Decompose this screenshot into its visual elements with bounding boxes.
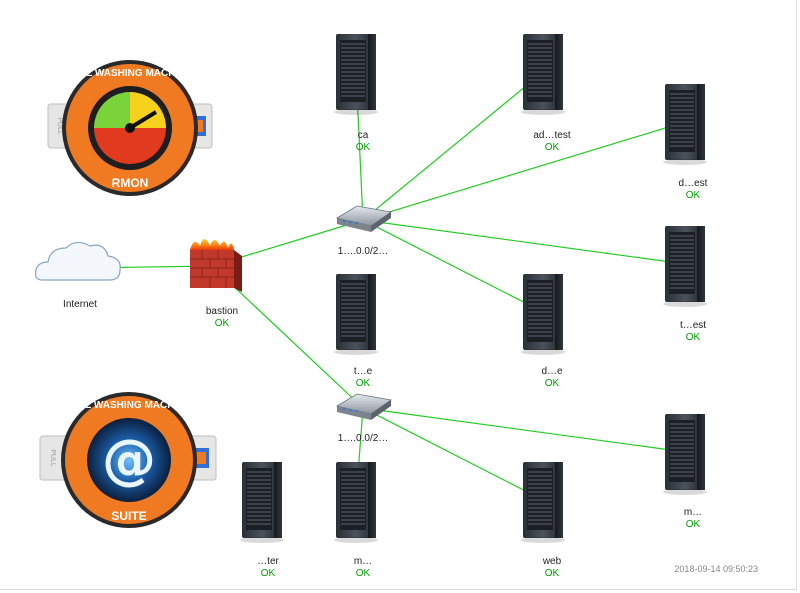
rmon-badge: PULL MAIL WASHING MACHINE RMON [47,60,213,196]
node-bastion-firewall-icon[interactable] [190,239,242,292]
suite-badge: PULL @ MAIL WASHING MACHINE SUITE [39,392,217,528]
link-bastion-switch2 [211,265,364,409]
timestamp: 2018-09-14 09:50:23 [674,564,758,574]
node-dbtest-server-icon[interactable] [662,83,708,166]
node-label-printer[interactable]: …ter [257,556,279,567]
node-switch1-switch-icon[interactable] [335,205,393,232]
node-teatest-server-icon[interactable] [662,225,708,308]
node-mail-server-icon[interactable] [333,461,379,544]
network-links [79,71,686,501]
node-label-web[interactable]: web [542,556,562,567]
svg-text:PULL: PULL [56,117,63,135]
node-ca-server-icon[interactable] [333,33,379,116]
node-label-trace[interactable]: t…e [353,366,373,377]
node-web-server-icon[interactable] [520,461,566,544]
node-status-mx: OK [685,519,701,530]
node-label-db[interactable]: d…e [541,366,563,377]
node-trace-server-icon[interactable] [333,273,379,356]
svg-text:MAIL WASHING MACHINE: MAIL WASHING MACHINE [68,68,193,79]
node-label-mail[interactable]: m… [353,556,373,567]
node-status-dbtest: OK [685,190,701,201]
node-label-internet[interactable]: Internet [63,299,97,310]
node-label-ca[interactable]: ca [357,130,369,141]
svg-text:@: @ [102,428,156,491]
node-label-admintest[interactable]: ad…test [533,130,571,141]
node-label-switch2[interactable]: 1….0.0/2… [337,433,389,444]
node-label-bastion[interactable]: bastion [205,306,239,317]
node-label-mx[interactable]: m… [683,507,703,518]
link-switch2-mx [362,407,686,453]
link-switch1-admintest [362,71,544,221]
node-printer-server-icon[interactable] [239,461,285,544]
node-status-web: OK [544,568,560,579]
node-status-bastion: OK [214,318,230,329]
node-status-teatest: OK [685,332,701,343]
node-status-db: OK [544,378,560,389]
node-status-ca: OK [355,142,371,153]
node-mx-server-icon[interactable] [662,413,708,496]
svg-text:SUITE: SUITE [111,509,146,523]
node-db-server-icon[interactable] [520,273,566,356]
node-label-switch1[interactable]: 1….0.0/2… [337,246,389,257]
link-switch1-teatest [362,219,686,265]
link-switch1-dbtest [362,121,686,221]
node-label-dbtest[interactable]: d…est [678,178,708,189]
svg-text:MAIL WASHING MACHINE: MAIL WASHING MACHINE [67,400,192,411]
node-internet-cloud-icon[interactable] [35,241,121,281]
node-status-trace: OK [355,378,371,389]
link-switch2-web [362,407,544,501]
node-status-admintest: OK [544,142,560,153]
node-status-mail: OK [355,568,371,579]
svg-text:RMON: RMON [112,176,149,190]
svg-text:PULL: PULL [49,449,56,467]
node-status-printer: OK [260,568,276,579]
node-label-teatest[interactable]: t…est [679,320,707,331]
node-switch2-switch-icon[interactable] [335,393,393,420]
node-admintest-server-icon[interactable] [520,33,566,116]
link-switch1-db [362,219,544,313]
